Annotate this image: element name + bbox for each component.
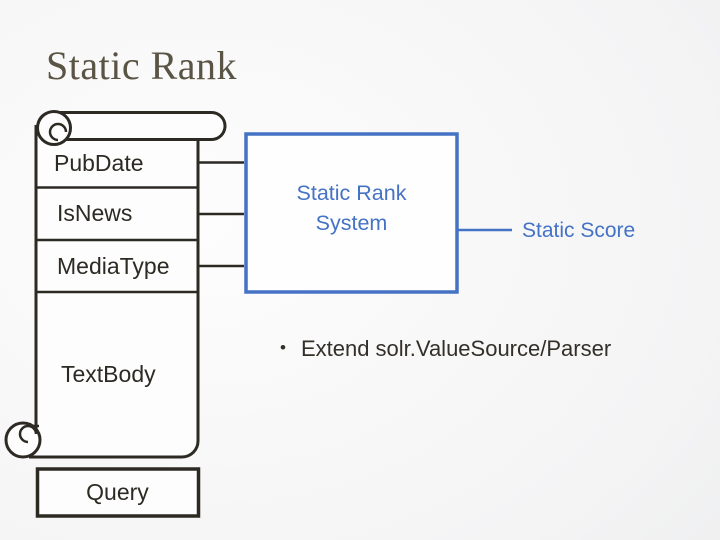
query-box-label: Query bbox=[86, 479, 149, 505]
system-box-rect bbox=[244, 132, 459, 294]
field-label-isnews: IsNews bbox=[57, 200, 133, 226]
query-box-rect bbox=[35, 467, 201, 518]
system-box-label: Static Rank System bbox=[296, 181, 407, 235]
bullet-item: • Extend solr.ValueSource/Parser bbox=[280, 334, 611, 364]
scroll-bottom-curl-hook bbox=[18, 424, 39, 444]
field-label-mediatype: MediaType bbox=[57, 252, 170, 279]
field-label-pubdate: PubDate bbox=[54, 150, 144, 176]
field-separators bbox=[36, 186, 198, 294]
field-label-textbody: TextBody bbox=[61, 361, 156, 387]
scroll-top-curl-hook bbox=[48, 122, 68, 142]
scroll-body-outline bbox=[29, 125, 200, 459]
slide-title: Static Rank bbox=[46, 43, 238, 88]
bullet-marker: • bbox=[280, 338, 286, 357]
bullet-text: Extend solr.ValueSource/Parser bbox=[300, 336, 612, 361]
scroll-top-curl bbox=[36, 110, 72, 146]
static-score-label: Static Score bbox=[522, 218, 636, 242]
